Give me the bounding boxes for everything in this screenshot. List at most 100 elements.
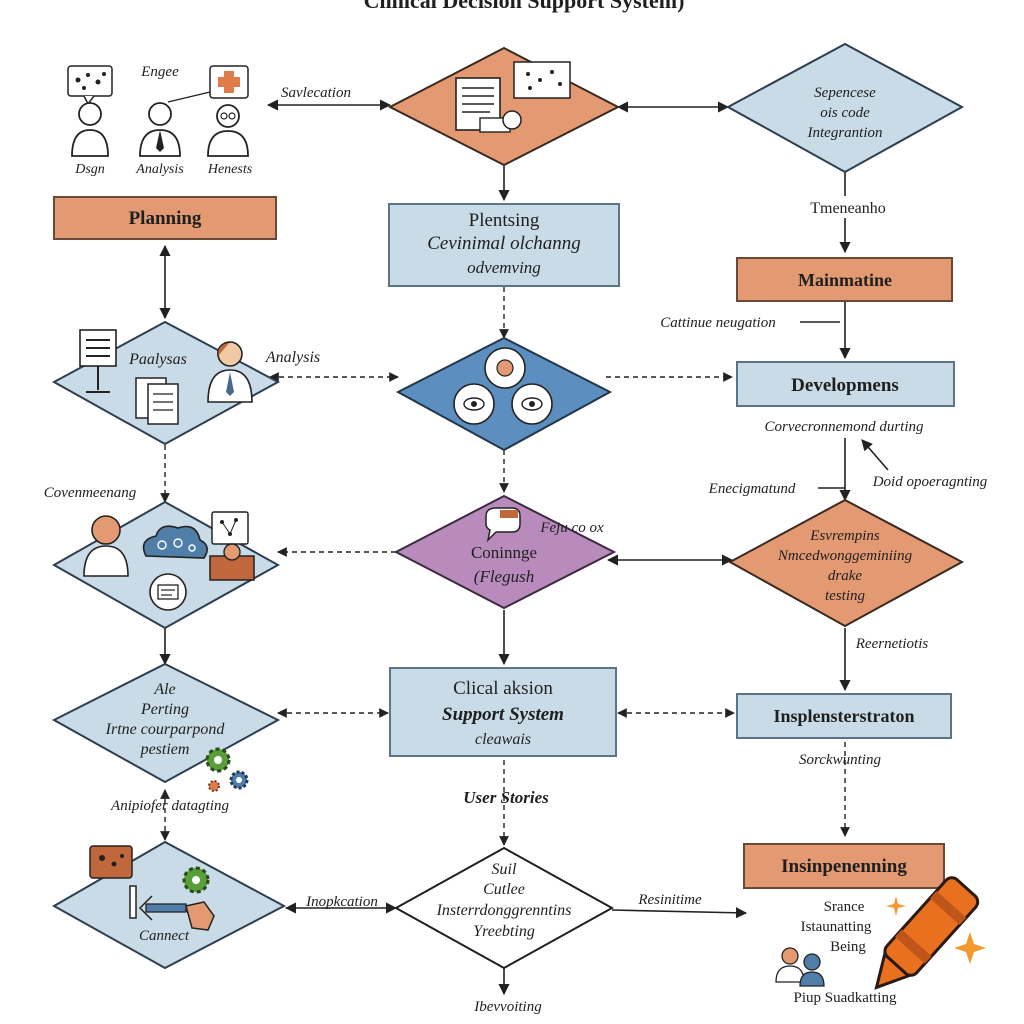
list-text: Srance bbox=[824, 899, 865, 915]
document-monitor-icon bbox=[455, 61, 571, 133]
diamond-text: Sepencese bbox=[814, 85, 876, 101]
network-person-icon bbox=[209, 511, 255, 581]
box-text: odvemving bbox=[467, 258, 541, 277]
edge-label: Anipiofer datagting bbox=[110, 798, 229, 814]
list-text: Istaunatting bbox=[801, 919, 872, 935]
diamond-text: Integrantion bbox=[807, 125, 883, 141]
chat-icon bbox=[89, 845, 133, 879]
document-icon bbox=[135, 377, 179, 425]
left-collaboration-diamond bbox=[51, 500, 281, 630]
diamond-text: (Flegush bbox=[474, 567, 534, 586]
top-center-diamond bbox=[387, 46, 621, 167]
left-alert-diamond: Ale Perting Irtne courparpond pestiem bbox=[51, 662, 281, 792]
connectors bbox=[159, 99, 889, 996]
stakeholder-label: Henests bbox=[207, 162, 253, 177]
chat-bubble-icon bbox=[485, 507, 521, 543]
person-icon bbox=[207, 104, 249, 157]
diamond-text: Cannect bbox=[139, 928, 190, 944]
box-text: Cevinimal olchanng bbox=[427, 233, 581, 254]
speech-bubble-icon bbox=[67, 65, 113, 106]
podium-icon bbox=[79, 329, 117, 393]
person-icon bbox=[83, 515, 129, 577]
edge-label: Inopkcation bbox=[305, 894, 378, 910]
edge-label: Savlecation bbox=[281, 85, 351, 101]
diamond-text: Coninnge bbox=[471, 543, 537, 562]
edge-label: User Stories bbox=[463, 788, 549, 807]
eye-icon bbox=[484, 347, 526, 389]
diamond-text: testing bbox=[825, 588, 865, 604]
maintenance-label: Mainmatine bbox=[798, 270, 892, 290]
implementation-box[interactable]: Insplensterstraton bbox=[736, 693, 952, 739]
stakeholder-group: Engee bbox=[67, 64, 253, 177]
medical-cross-icon bbox=[209, 65, 249, 99]
crayon-icon bbox=[874, 876, 980, 990]
gear-icon bbox=[208, 780, 220, 792]
developments-label: Developmens bbox=[791, 375, 899, 396]
planning-label: Planning bbox=[129, 208, 202, 229]
stakeholder-label: Analysis bbox=[135, 162, 184, 177]
diamond-text: Perting bbox=[140, 701, 189, 718]
box-text: Clical aksion bbox=[453, 678, 553, 699]
eye-icon bbox=[453, 383, 495, 425]
diamond-text: Yreebting bbox=[473, 923, 535, 940]
right-testing-diamond: Esvrempins Nmcedwonggeminiing drake test… bbox=[727, 498, 965, 628]
diamond-text: Cutlee bbox=[483, 881, 525, 898]
edge-label: Enecigmatund bbox=[708, 481, 796, 497]
diamond-text: pestiem bbox=[140, 741, 190, 758]
chat-icon bbox=[149, 573, 187, 611]
diagram-title: Clinical Decision Support System) bbox=[364, 0, 685, 13]
edge-label: Resinitime bbox=[637, 892, 702, 908]
box-text: cleawais bbox=[475, 731, 531, 748]
cloud-icon bbox=[142, 525, 208, 559]
person-icon bbox=[207, 341, 253, 403]
hand-icon bbox=[185, 901, 215, 931]
edge-label: Sorckwunting bbox=[799, 752, 881, 768]
edge-label: Reernetiotis bbox=[855, 636, 929, 652]
box-text: Support System bbox=[442, 704, 564, 725]
person-icon bbox=[71, 102, 109, 157]
list-text: Being bbox=[830, 939, 866, 955]
stakeholder-label: Dsgn bbox=[74, 162, 105, 177]
gear-icon bbox=[205, 747, 231, 773]
diamond-text: ois code bbox=[820, 105, 870, 121]
gear-icon bbox=[229, 770, 249, 790]
diamond-text: Paalysas bbox=[128, 351, 187, 368]
developments-box[interactable]: Developmens bbox=[736, 361, 955, 407]
diamond-text: Insterrdonggrenntins bbox=[436, 902, 572, 919]
gear-icon bbox=[182, 866, 210, 894]
edge-label: Feju co ox bbox=[539, 520, 604, 536]
bottom-right-box[interactable]: Insinpenenning bbox=[743, 843, 945, 889]
diamond-text: drake bbox=[828, 568, 862, 584]
caption-text: Piup Suadkatting bbox=[794, 990, 897, 1006]
diamond-text: Irtne courparpond bbox=[105, 721, 226, 738]
planning-box[interactable]: Planning bbox=[53, 196, 277, 240]
tool-icon bbox=[129, 885, 187, 921]
implementation-label: Insplensterstraton bbox=[773, 706, 914, 726]
diamond-text: Nmcedwonggeminiing bbox=[777, 548, 913, 564]
center-eye-diamond bbox=[395, 336, 613, 452]
edge-label: Ibevvoiting bbox=[473, 999, 542, 1015]
edge-label: Cattinue neugation bbox=[660, 315, 775, 331]
box-text: Plentsing bbox=[469, 210, 540, 231]
box-label: Insinpenenning bbox=[781, 856, 907, 877]
edge-label: Tmeneanho bbox=[810, 200, 886, 217]
stakeholder-top-label: Engee bbox=[140, 64, 179, 80]
top-right-diamond: Sepencese ois code Integrantion bbox=[725, 42, 965, 174]
people-icon bbox=[775, 947, 825, 987]
diamond-text: Esvrempins bbox=[809, 528, 880, 544]
edge-label: Doid opoeragnting bbox=[872, 474, 988, 490]
person-icon bbox=[139, 102, 181, 157]
eye-icon bbox=[511, 383, 553, 425]
center-purple-diamond: Coninnge (Flegush bbox=[393, 494, 617, 610]
edge-label: Analysis bbox=[265, 349, 320, 366]
clinical-decision-system-box[interactable]: Clical aksion Support System cleawais bbox=[389, 667, 617, 757]
left-connect-diamond: Cannect bbox=[51, 840, 287, 970]
left-analysis-diamond: Paalysas bbox=[51, 320, 281, 446]
diamond-text: Ale bbox=[153, 681, 175, 698]
edge-label: Covenmeenang bbox=[44, 485, 137, 501]
maintenance-box[interactable]: Mainmatine bbox=[736, 257, 953, 302]
sparkle-icon bbox=[886, 896, 986, 964]
top-center-box[interactable]: Plentsing Cevinimal olchanng odvemving bbox=[388, 203, 620, 287]
center-white-diamond: Suil Cutlee Insterrdonggrenntins Yreebti… bbox=[393, 846, 615, 970]
